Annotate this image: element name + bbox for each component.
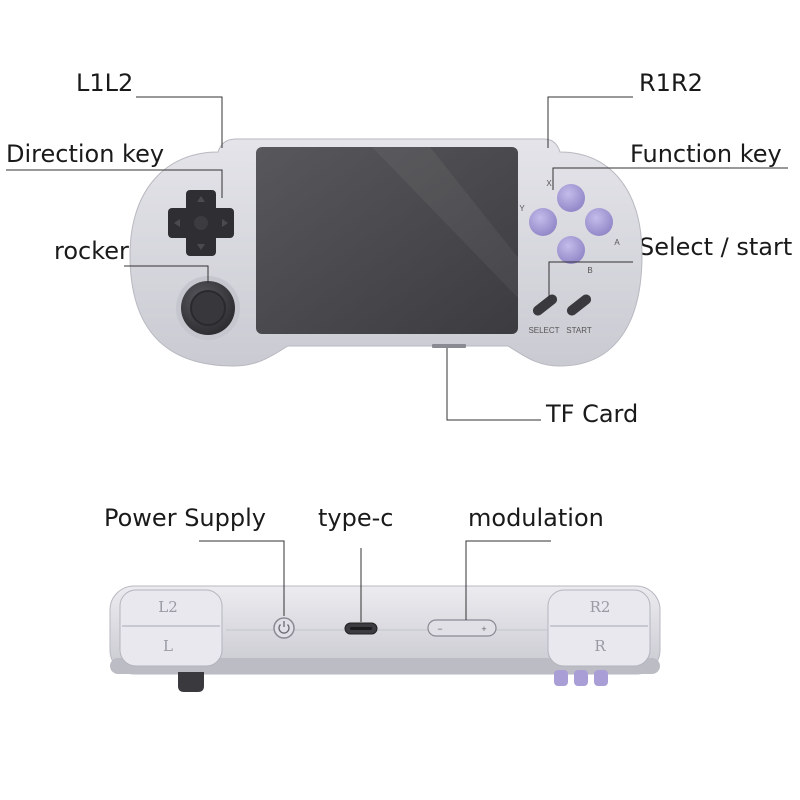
r2-label: R2	[590, 598, 611, 616]
l1-label: L	[163, 637, 173, 655]
callout-line-tf-card	[446, 348, 541, 421]
label-function-key: Function key	[630, 140, 782, 168]
start-button[interactable]	[565, 292, 593, 317]
button-a[interactable]	[585, 208, 613, 236]
button-edge-1	[554, 670, 568, 686]
label-r1r2: R1R2	[639, 69, 703, 97]
label-type-c: type-c	[318, 504, 394, 532]
button-edge-3	[594, 670, 608, 686]
power-icon	[278, 624, 290, 634]
tf-card-slot	[432, 344, 466, 348]
start-label: START	[566, 326, 592, 335]
callout-line-function-key	[552, 167, 788, 190]
stick-edge	[178, 672, 204, 692]
callout-line-power-supply	[199, 540, 285, 616]
label-rocker: rocker	[54, 237, 129, 265]
power-button[interactable]	[273, 617, 295, 639]
l2-label: L2	[158, 598, 178, 616]
select-label: SELECT	[528, 326, 559, 335]
left-shoulder[interactable]: L2 L	[119, 589, 223, 667]
callout-line-direction-key	[6, 169, 223, 198]
label-select-start: Select / start	[639, 233, 793, 261]
button-x[interactable]	[557, 184, 585, 212]
r1-label: R	[594, 637, 606, 655]
label-modulation: modulation	[468, 504, 604, 532]
right-shoulder[interactable]: R2 R	[547, 589, 651, 667]
button-x-letter: X	[546, 179, 552, 188]
label-l1l2: L1L2	[76, 69, 134, 97]
callout-line-modulation	[465, 540, 551, 620]
button-edge-2	[574, 670, 588, 686]
analog-rocker[interactable]	[176, 276, 240, 340]
label-direction-key: Direction key	[6, 140, 165, 168]
direction-pad[interactable]	[168, 190, 234, 256]
button-y-letter: Y	[519, 204, 525, 213]
button-b[interactable]	[557, 236, 585, 264]
top-view: L2 L R2 R − +	[109, 585, 661, 692]
callout-lines	[6, 96, 788, 622]
label-tf-card: TF Card	[546, 400, 639, 428]
volume-minus-sign: −	[437, 624, 442, 634]
button-b-letter: B	[587, 266, 592, 275]
button-y[interactable]	[529, 208, 557, 236]
label-power-supply: Power Supply	[104, 504, 266, 532]
callout-line-select-start	[548, 261, 633, 298]
callout-line-r1r2	[547, 96, 633, 148]
button-a-letter: A	[614, 238, 620, 247]
select-button[interactable]	[531, 292, 559, 317]
select-start-buttons: SELECT START	[528, 292, 593, 335]
screen	[256, 147, 518, 334]
callout-line-rocker	[124, 265, 209, 283]
volume-plus-sign: +	[481, 624, 486, 634]
face-buttons: X Y A B	[519, 179, 620, 275]
callout-line-l1l2	[136, 96, 223, 148]
volume-rocker[interactable]: − +	[427, 619, 497, 637]
front-view: X Y A B SELECT START	[129, 138, 643, 367]
